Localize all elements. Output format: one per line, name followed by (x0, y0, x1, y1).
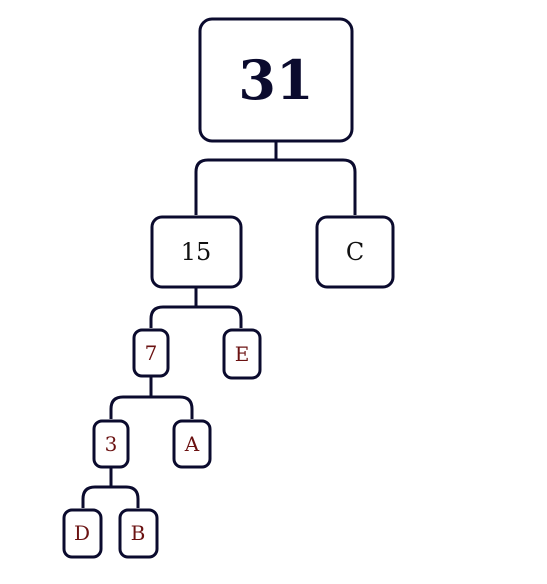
node-b: B (118, 508, 159, 559)
node-15-label: 15 (181, 238, 212, 266)
node-3: 3 (92, 419, 130, 469)
edge-root-children (194, 141, 357, 215)
node-c: C (315, 215, 395, 289)
node-7-label: 7 (145, 341, 158, 365)
node-d: D (62, 508, 103, 559)
node-7: 7 (132, 328, 170, 378)
node-a-label: A (184, 432, 200, 456)
node-15: 15 (150, 215, 243, 289)
node-e-label: E (235, 342, 250, 366)
node-a: A (172, 419, 212, 469)
edge-15-children (149, 287, 243, 328)
node-d-label: D (74, 521, 90, 545)
edge-7-children (109, 376, 194, 419)
edges (81, 141, 357, 508)
node-c-label: C (346, 238, 364, 266)
node-root-label: 31 (238, 48, 313, 112)
node-b-label: B (131, 521, 146, 545)
node-e: E (222, 328, 262, 380)
node-root: 31 (198, 17, 354, 143)
edge-3-children (81, 467, 140, 508)
node-3-label: 3 (105, 432, 118, 456)
